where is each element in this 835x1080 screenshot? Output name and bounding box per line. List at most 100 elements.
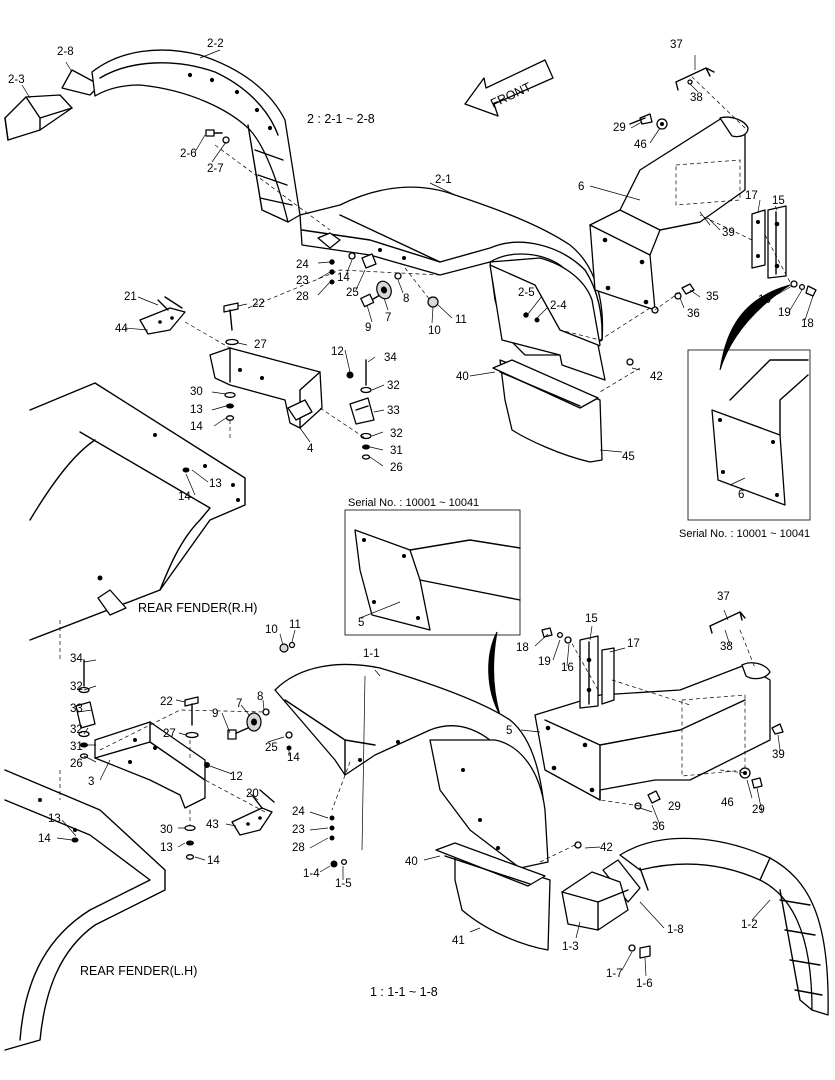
- callout: 14: [287, 752, 300, 764]
- callout: 25: [265, 742, 278, 754]
- part-6-mounting-bracket: [589, 116, 749, 314]
- callout: 20: [246, 788, 259, 800]
- inset-pointer-left: [488, 631, 501, 716]
- callout: 26: [70, 758, 83, 770]
- part-9-7-8-25-14-lower: [227, 708, 293, 751]
- part-1-37-handle: [709, 611, 746, 634]
- part-45-mud-flap: [492, 358, 634, 463]
- callout: 24: [296, 259, 309, 271]
- callout: 15: [772, 195, 785, 207]
- callout: 14: [38, 833, 51, 845]
- callout: 44: [115, 323, 128, 335]
- callout: 17: [627, 638, 640, 650]
- part-35-36-bolt: [674, 283, 695, 300]
- callout: 9: [365, 322, 371, 334]
- callout: 37: [670, 39, 683, 51]
- rear-fender-lh-body: [4, 769, 166, 1051]
- part-callouts: 2-3 2-8 2-2 2-6 2-7 2-1 2-5 2-4 37 38 29…: [8, 38, 814, 990]
- callout: 14: [190, 421, 203, 433]
- callout: 7: [385, 312, 391, 324]
- part-21-44-hinge: [139, 296, 186, 335]
- rear-fender-rh-body: [29, 382, 246, 641]
- callout: 30: [190, 386, 203, 398]
- part-46-29-lower: [634, 723, 784, 810]
- callout: 31: [70, 741, 83, 753]
- callout: 13: [48, 813, 61, 825]
- callout: 29: [752, 804, 765, 816]
- callout: 2-5: [518, 287, 535, 299]
- group-1-title: 1 : 1-1 ~ 1-8: [370, 985, 438, 999]
- group-2-title: 2 : 2-1 ~ 2-8: [307, 112, 375, 126]
- callout: 1-5: [335, 878, 352, 890]
- part-4-stay: [209, 347, 323, 429]
- callout: 1-2: [741, 919, 758, 931]
- callout: 26: [390, 462, 403, 474]
- callout: 32: [70, 724, 83, 736]
- callout: 39: [722, 227, 735, 239]
- callout: 13: [160, 842, 173, 854]
- callout: 13: [190, 404, 203, 416]
- callout: 28: [292, 842, 305, 854]
- callout: 2-1: [435, 174, 452, 186]
- callout: 35: [706, 291, 719, 303]
- callout: 17: [745, 190, 758, 202]
- callout: 31: [390, 445, 403, 457]
- callout: 32: [70, 681, 83, 693]
- callout: 40: [405, 856, 418, 868]
- part-1-7-1-6-bolt: [628, 944, 651, 959]
- callout: 9: [212, 708, 218, 720]
- part-33-34-lower: [75, 659, 96, 759]
- assembly-guide-lines: [59, 74, 791, 863]
- callout: 5: [358, 617, 364, 629]
- inset-pointer-right: [719, 284, 791, 371]
- callout: 42: [650, 371, 663, 383]
- part-5-mounting-bracket: [534, 662, 771, 801]
- callout: 32: [390, 428, 403, 440]
- callout: 40: [456, 371, 469, 383]
- callout: 36: [652, 821, 665, 833]
- callout: 34: [384, 352, 397, 364]
- part-2-2-fender-extension: [91, 49, 301, 223]
- callout: 4: [307, 443, 314, 455]
- callout: 1-8: [667, 924, 684, 936]
- part-13-14-30-fasteners: [224, 391, 236, 421]
- callout: 33: [70, 703, 83, 715]
- part-1-1-fender-body: [274, 663, 549, 881]
- callout: 2-6: [180, 148, 197, 160]
- callout: 23: [296, 275, 309, 287]
- part-24-23-28-lower: [329, 815, 348, 868]
- part-15-17-lower: [579, 635, 615, 709]
- callout: 45: [622, 451, 635, 463]
- callout: 23: [292, 824, 305, 836]
- callout: 37: [717, 591, 730, 603]
- part-2-6-bolt: [205, 129, 230, 144]
- callout: 29: [668, 801, 681, 813]
- callout: 2-2: [207, 38, 224, 50]
- part-1-2-fender-extension: [619, 837, 829, 1016]
- callout: 8: [403, 293, 409, 305]
- callout: 12: [331, 346, 344, 358]
- callout: 15: [585, 613, 598, 625]
- callout: 24: [292, 806, 305, 818]
- callout: 19: [778, 307, 791, 319]
- callout: 42: [600, 842, 613, 854]
- callout: 12: [230, 771, 243, 783]
- callout: 36: [687, 308, 700, 320]
- part-2-3-end-cap: [4, 94, 73, 141]
- part-15-block: [767, 205, 787, 279]
- callout: 1-4: [303, 868, 320, 880]
- callout: 38: [720, 641, 733, 653]
- callout: 7: [236, 698, 242, 710]
- callout: 29: [613, 122, 626, 134]
- callout: 32: [387, 380, 400, 392]
- callout: 27: [163, 728, 176, 740]
- callout-leaders: [21, 49, 814, 977]
- part-16-19-18-bolt: [790, 280, 817, 297]
- callout: 14: [337, 272, 350, 284]
- part-43-20-hinge: [231, 789, 275, 836]
- callout: 33: [387, 405, 400, 417]
- callout: 30: [160, 824, 173, 836]
- part-37-handle: [675, 67, 715, 91]
- callout: 14: [178, 491, 191, 503]
